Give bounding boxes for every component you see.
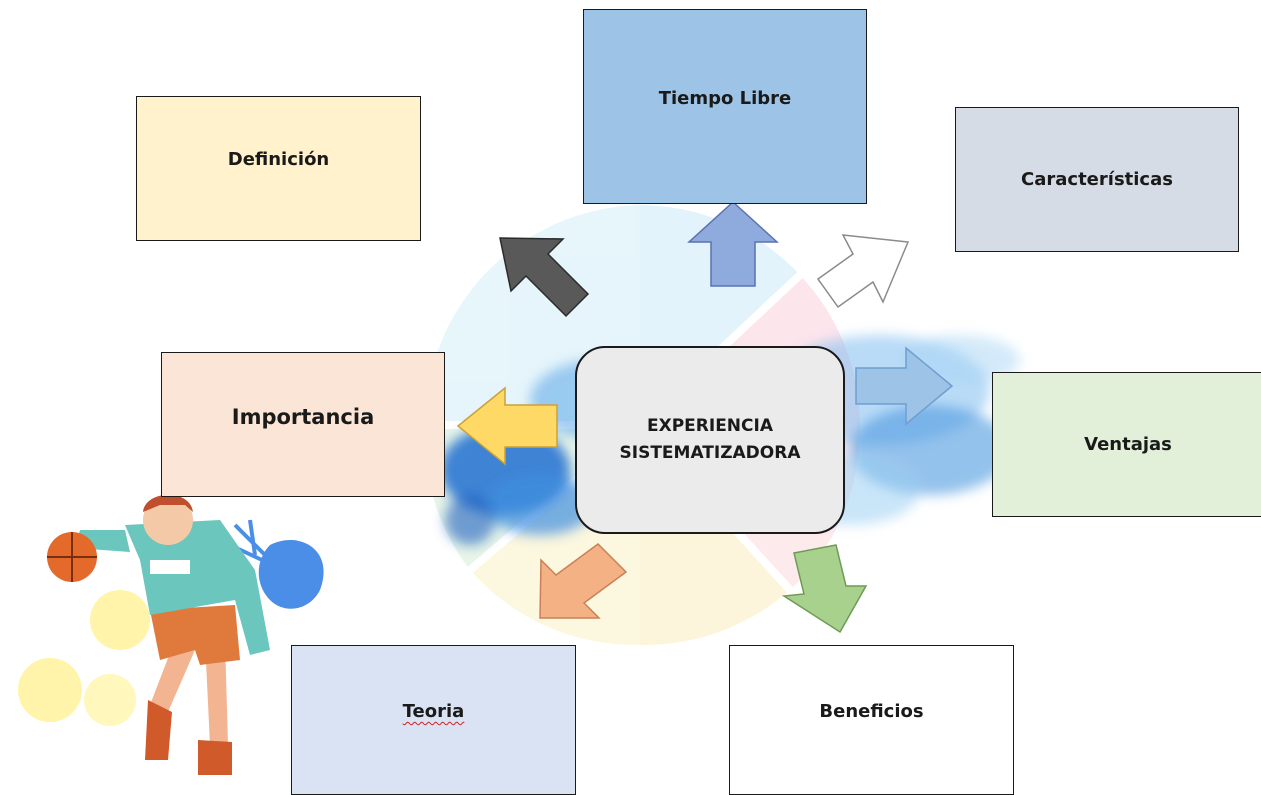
arrow-to-ventajas [855, 346, 954, 426]
node-ventajas: Ventajas [992, 372, 1261, 517]
arrow-to-beneficios [781, 544, 868, 634]
basketball-icon [47, 532, 97, 582]
node-importancia: Importancia [161, 352, 445, 497]
node-beneficios-label: Beneficios [819, 701, 924, 722]
node-tiempo-libre-label: Tiempo Libre [658, 88, 792, 109]
node-tiempo-libre: Tiempo Libre [583, 9, 867, 204]
node-caracteristicas: Características [955, 107, 1239, 252]
arrows [456, 200, 954, 634]
node-importancia-label: Importancia [231, 405, 375, 429]
center-line-1: EXPERIENCIA [646, 415, 773, 436]
arrow-to-tiempo-libre [687, 200, 779, 287]
basketball-player-illustration [18, 494, 324, 775]
node-beneficios: Beneficios [729, 645, 1014, 795]
center-node-experiencia-sistematizadora: EXPERIENCIA SISTEMATIZADORA [575, 346, 845, 534]
node-definicion-label: Definición [227, 149, 330, 170]
arrow-to-teoria [539, 543, 628, 619]
node-teoria-label: Teoria [402, 701, 465, 722]
node-teoria: Teoria [291, 645, 576, 795]
center-line-2: SISTEMATIZADORA [619, 443, 801, 463]
node-definicion: Definición [136, 96, 421, 241]
node-caracteristicas-label: Características [1021, 169, 1173, 190]
arrow-to-caracteristicas [816, 234, 910, 309]
node-ventajas-label: Ventajas [1084, 434, 1172, 455]
arrow-to-definicion [499, 237, 590, 318]
arrow-to-importancia [456, 386, 558, 466]
